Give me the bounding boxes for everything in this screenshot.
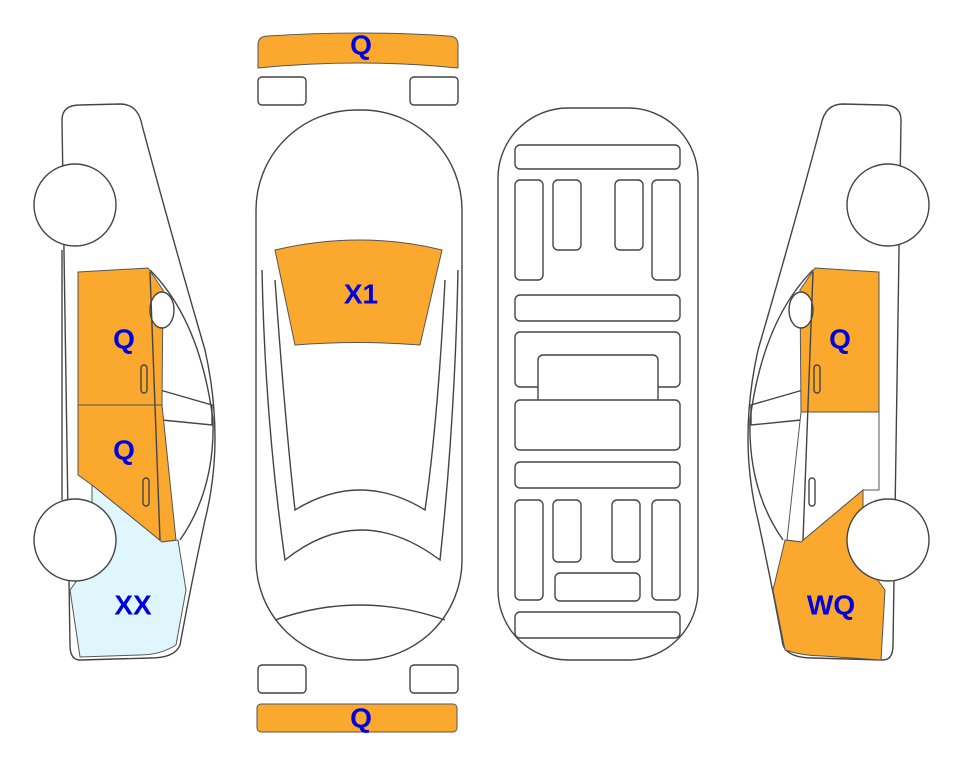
left-rear-door-label: Q xyxy=(113,434,135,465)
windshield[interactable] xyxy=(274,239,443,346)
front-bumper[interactable] xyxy=(257,32,459,69)
right-rear-fender-label: WQ xyxy=(807,589,855,620)
rear-bumper[interactable] xyxy=(256,703,458,733)
left-rear-fender-label: XX xyxy=(114,589,152,620)
underside-view xyxy=(497,107,699,661)
left-side-view xyxy=(33,103,216,661)
windshield-label: X1 xyxy=(344,278,378,309)
left-front-door[interactable] xyxy=(77,267,164,406)
left-front-wheel xyxy=(33,163,117,247)
left-rear-wheel xyxy=(33,498,117,582)
left-front-door-label: Q xyxy=(113,323,135,354)
right-front-door-label: Q xyxy=(829,323,851,354)
door-handle-icon xyxy=(142,477,150,507)
right-side-view xyxy=(747,103,930,661)
rear-bumper-label: Q xyxy=(350,702,372,733)
front-bumper-label: Q xyxy=(350,29,372,60)
door-handle-icon xyxy=(140,364,148,394)
top-view xyxy=(255,32,463,733)
